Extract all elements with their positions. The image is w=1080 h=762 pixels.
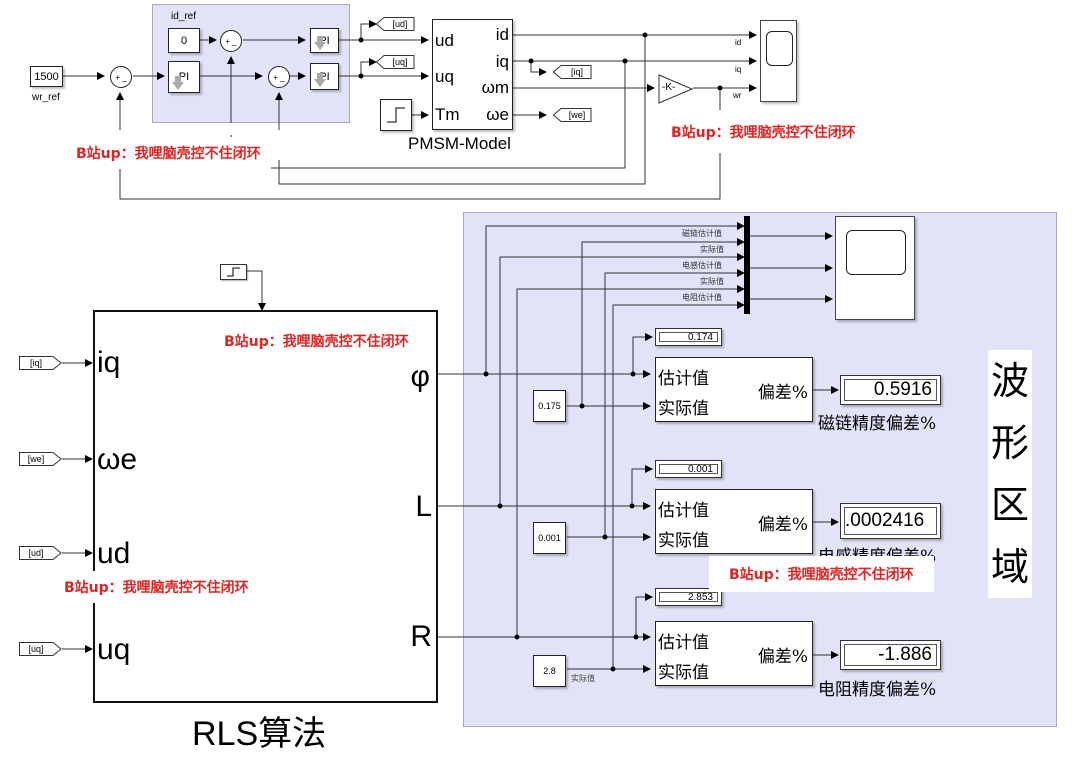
- resistance-input-estimate: 估计值: [658, 633, 709, 653]
- goto-tag-we[interactable]: [553, 108, 593, 122]
- top-scope-block[interactable]: [760, 20, 797, 102]
- iq-pi-controller[interactable]: PI: [310, 63, 339, 90]
- step-icon: [387, 107, 405, 123]
- inductance-error-calc-block[interactable]: 估计值 实际值 偏差%: [655, 489, 813, 554]
- flux-input-estimate: 估计值: [658, 369, 709, 389]
- watermark-text: B站up：我哩脑壳控不住闭环: [54, 571, 259, 603]
- rls-input-uq: uq: [97, 633, 131, 666]
- flux-estimate-display: 0.174: [655, 328, 722, 346]
- rls-algorithm-block[interactable]: iq ωe ud uq φ L R: [93, 310, 438, 703]
- rls-step-block[interactable]: [220, 264, 247, 280]
- speed-pi-controller[interactable]: PI: [168, 61, 200, 93]
- flux-actual-constant[interactable]: 0.175: [533, 390, 566, 422]
- rls-output-r: R: [410, 620, 432, 653]
- watermark-text: B站up：我哩脑壳控不住闭环: [661, 116, 866, 148]
- goto-tag-iq[interactable]: [553, 65, 593, 79]
- pmsm-input-tm: Tm: [435, 105, 460, 124]
- flux-input-actual: 实际值: [658, 399, 709, 419]
- resistance-output-error: 偏差%: [757, 647, 808, 667]
- from-tag-iq-label: [iq]: [29, 358, 42, 368]
- resistance-error-caption: 电阻精度偏差%: [818, 680, 937, 700]
- scope-signal-iq: iq: [735, 65, 742, 74]
- pmsm-input-ud: ud: [435, 31, 454, 50]
- mux-label-inductance-estimate: 电感估计值: [682, 261, 722, 270]
- speed-reference-constant[interactable]: 1500: [30, 66, 63, 87]
- watermark-text: B站up：我哩脑壳控不住闭环: [709, 556, 934, 592]
- id-ref-label: id_ref: [171, 11, 197, 22]
- from-tag-iq[interactable]: [19, 356, 63, 370]
- resistance-actual-constant[interactable]: 2.8: [533, 655, 566, 687]
- resistance-input-actual: 实际值: [658, 663, 709, 683]
- pi-arrow-icon: [314, 73, 326, 87]
- goto-tag-ud[interactable]: [376, 17, 416, 31]
- pmsm-output-we: ωe: [486, 105, 509, 124]
- speed-error-sum[interactable]: + _: [110, 66, 132, 88]
- rls-block-title: RLS算法: [192, 715, 327, 753]
- pmsm-output-iq: iq: [495, 52, 509, 71]
- mux-label-inductance-actual: 实际值: [700, 277, 724, 286]
- pmsm-input-uq: uq: [435, 67, 454, 86]
- pi-arrow-icon: [314, 36, 326, 50]
- from-tag-uq-label: [uq]: [28, 644, 44, 654]
- flux-error-display: 0.5916: [840, 375, 941, 405]
- load-torque-step[interactable]: [380, 99, 412, 131]
- id-pi-controller[interactable]: PI: [310, 28, 339, 53]
- iq-error-sum[interactable]: + _: [268, 66, 290, 88]
- goto-tag-uq[interactable]: [376, 55, 416, 69]
- mux-label-flux-actual: 实际值: [700, 245, 724, 254]
- scope-screen-icon: [766, 31, 793, 66]
- inductance-output-error: 偏差%: [757, 515, 808, 535]
- scope-signal-id: id: [735, 38, 742, 47]
- rls-input-iq: iq: [97, 346, 121, 379]
- from-tag-we[interactable]: [19, 452, 63, 466]
- from-tag-uq[interactable]: [19, 642, 63, 656]
- watermark-text: B站up：我哩脑壳控不住闭环: [66, 137, 271, 169]
- resistance-error-calc-block[interactable]: 估计值 实际值 偏差%: [655, 621, 813, 686]
- scope-signal-wr: wr: [733, 91, 742, 100]
- goto-tag-uq-label: [uq]: [392, 57, 408, 67]
- speed-gain-block[interactable]: [658, 74, 694, 104]
- speed-reference-label: wr_ref: [32, 92, 60, 103]
- waveform-area-title: 波形区域: [988, 350, 1032, 598]
- pi-arrow-icon: [172, 76, 184, 90]
- mux-block[interactable]: [744, 216, 750, 314]
- rls-input-ud: ud: [97, 537, 131, 570]
- from-tag-ud-label: [ud]: [28, 548, 44, 558]
- watermark-text: B站up：我哩脑壳控不住闭环: [214, 325, 419, 357]
- rls-output-l: L: [415, 490, 432, 523]
- pmsm-model-title: PMSM-Model: [408, 134, 511, 153]
- inductance-estimate-display: 0.001: [655, 460, 722, 478]
- flux-output-error: 偏差%: [757, 383, 808, 403]
- id-error-sum[interactable]: + _: [220, 30, 242, 52]
- from-tag-we-label: [we]: [27, 454, 45, 464]
- pmsm-model-block[interactable]: ud uq Tm id iq ωm ωe: [432, 19, 513, 130]
- goto-tag-ud-label: [ud]: [392, 19, 408, 29]
- scope-screen-icon: [846, 230, 906, 275]
- from-tag-ud[interactable]: [19, 546, 63, 560]
- inductance-error-display: .0002416: [840, 503, 941, 539]
- resistance-estimate-display: 2.853: [655, 588, 722, 606]
- inductance-actual-constant[interactable]: 0.001: [533, 522, 566, 554]
- resistance-error-display: -1.886: [840, 640, 941, 670]
- goto-tag-iq-label: [iq]: [570, 67, 583, 77]
- pmsm-output-wm: ωm: [481, 78, 509, 97]
- mux-label-flux-estimate: 磁链估计值: [682, 229, 722, 238]
- flux-error-caption: 磁链精度偏差%: [818, 414, 937, 434]
- rls-output-phi: φ: [410, 360, 430, 393]
- rls-input-we: ωe: [97, 443, 138, 476]
- step-icon: [227, 267, 240, 277]
- speed-reference-value: 1500: [34, 70, 59, 83]
- inductance-input-actual: 实际值: [658, 531, 709, 551]
- inductance-input-estimate: 估计值: [658, 501, 709, 521]
- goto-tag-we-label: [we]: [568, 110, 586, 120]
- parameter-scope-block[interactable]: [835, 216, 915, 320]
- mux-label-resistance-estimate: 电阻估计值: [682, 293, 722, 302]
- resistance-actual-signal-label: 实际值: [571, 674, 595, 683]
- flux-error-calc-block[interactable]: 估计值 实际值 偏差%: [655, 357, 813, 422]
- pmsm-output-id: id: [495, 25, 509, 44]
- speed-gain-label: -K-: [662, 82, 676, 93]
- id-ref-constant[interactable]: 0: [168, 28, 200, 53]
